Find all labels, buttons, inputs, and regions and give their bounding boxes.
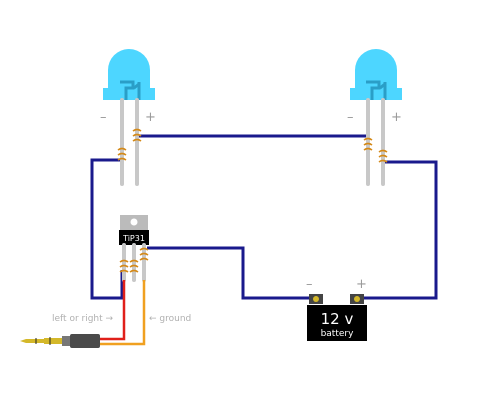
led-left-plus-sign: + bbox=[145, 110, 156, 125]
battery-label: battery bbox=[321, 329, 355, 339]
ground-label: ← ground bbox=[149, 314, 191, 324]
led-right-plus-sign: + bbox=[391, 110, 402, 125]
led-left-dome bbox=[108, 49, 150, 88]
transistor-body bbox=[119, 230, 149, 245]
led-right-minus-sign: – bbox=[347, 110, 354, 125]
ground-wire-orange bbox=[100, 280, 146, 346]
transistor-collector-coil bbox=[129, 259, 139, 273]
led-right-cathode-coil bbox=[363, 137, 373, 151]
signal-wire-red bbox=[100, 280, 126, 341]
transistor-base-coil bbox=[119, 259, 129, 273]
led-right-base bbox=[350, 88, 402, 100]
battery-body bbox=[307, 305, 367, 341]
led-left: – + bbox=[100, 49, 156, 186]
transistor-mount-hole bbox=[130, 218, 138, 226]
battery-voltage: 12 v bbox=[321, 310, 354, 328]
led-right-internals bbox=[366, 80, 387, 100]
battery-minus-terminal-knob bbox=[313, 296, 319, 302]
led-left-base bbox=[103, 88, 155, 100]
led-left-anode-coil bbox=[132, 128, 142, 142]
led-right: – + bbox=[347, 49, 402, 186]
wire-emitter-to-battery-minus bbox=[147, 246, 312, 300]
wire-led-right-to-battery-plus bbox=[362, 160, 438, 300]
battery-plus-sign: + bbox=[356, 277, 367, 292]
led-right-dome bbox=[355, 49, 397, 88]
transistor-emitter-coil bbox=[139, 247, 149, 261]
led-right-anode-coil bbox=[378, 149, 388, 163]
led-left-minus-sign: – bbox=[100, 110, 107, 125]
battery: – + 12 v battery bbox=[306, 277, 367, 341]
audio-jack-plug-icon bbox=[20, 334, 100, 348]
led-left-internals bbox=[120, 80, 141, 100]
transistor: TiP31 bbox=[119, 215, 149, 282]
wire-led-to-collector bbox=[90, 158, 124, 300]
transistor-label: TiP31 bbox=[122, 234, 145, 243]
wire-led-left-to-led-right bbox=[137, 134, 370, 148]
battery-plus-terminal-knob bbox=[354, 296, 360, 302]
led-left-cathode-coil bbox=[117, 147, 127, 161]
left-or-right-label: left or right → bbox=[52, 314, 114, 324]
battery-minus-sign: – bbox=[306, 277, 313, 292]
